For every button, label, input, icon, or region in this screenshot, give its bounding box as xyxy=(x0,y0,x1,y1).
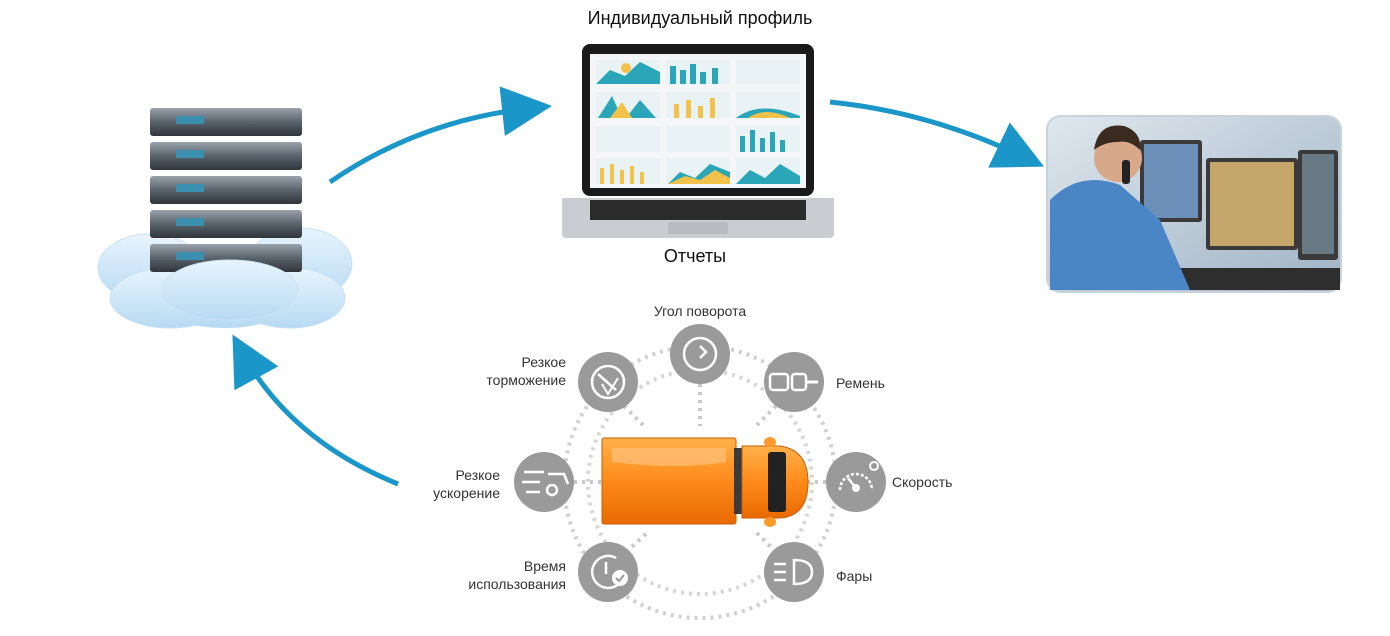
spoke-lines xyxy=(574,384,826,554)
server-rack-icon xyxy=(150,108,302,272)
arrow-laptop-to-operator xyxy=(829,99,1045,168)
usage-time-label: Время использования xyxy=(468,558,566,592)
laptop-icon xyxy=(562,44,834,238)
turn-sensor-icon xyxy=(670,324,730,384)
reports-label: Отчеты xyxy=(663,246,727,266)
inner-dotted-ring xyxy=(586,368,814,596)
headlight-sensor-icon xyxy=(764,542,824,602)
harsh-acceleration-label: Резкое ускорение xyxy=(433,467,500,501)
harsh-braking-label: Резкое торможение xyxy=(486,354,566,388)
arrow-server-to-laptop xyxy=(328,86,552,185)
acceleration-sensor-icon xyxy=(514,452,574,512)
clock-check-sensor-icon xyxy=(578,542,638,602)
operator-photo xyxy=(1046,115,1342,293)
profile-label: Индивидуальный профиль xyxy=(587,8,813,28)
turn-angle-label: Угол поворота xyxy=(653,303,747,319)
speed-label: Скорость xyxy=(892,474,953,490)
cloud-front-icon xyxy=(161,259,299,321)
arrow-truck-to-server xyxy=(232,334,399,487)
seatbelt-sensor-icon xyxy=(764,352,824,412)
speedometer-sensor-icon xyxy=(826,452,886,512)
truck-icon xyxy=(601,437,809,527)
brake-sensor-icon xyxy=(578,352,638,412)
headlights-label: Фары xyxy=(836,568,873,584)
seatbelt-label: Ремень xyxy=(836,375,885,391)
